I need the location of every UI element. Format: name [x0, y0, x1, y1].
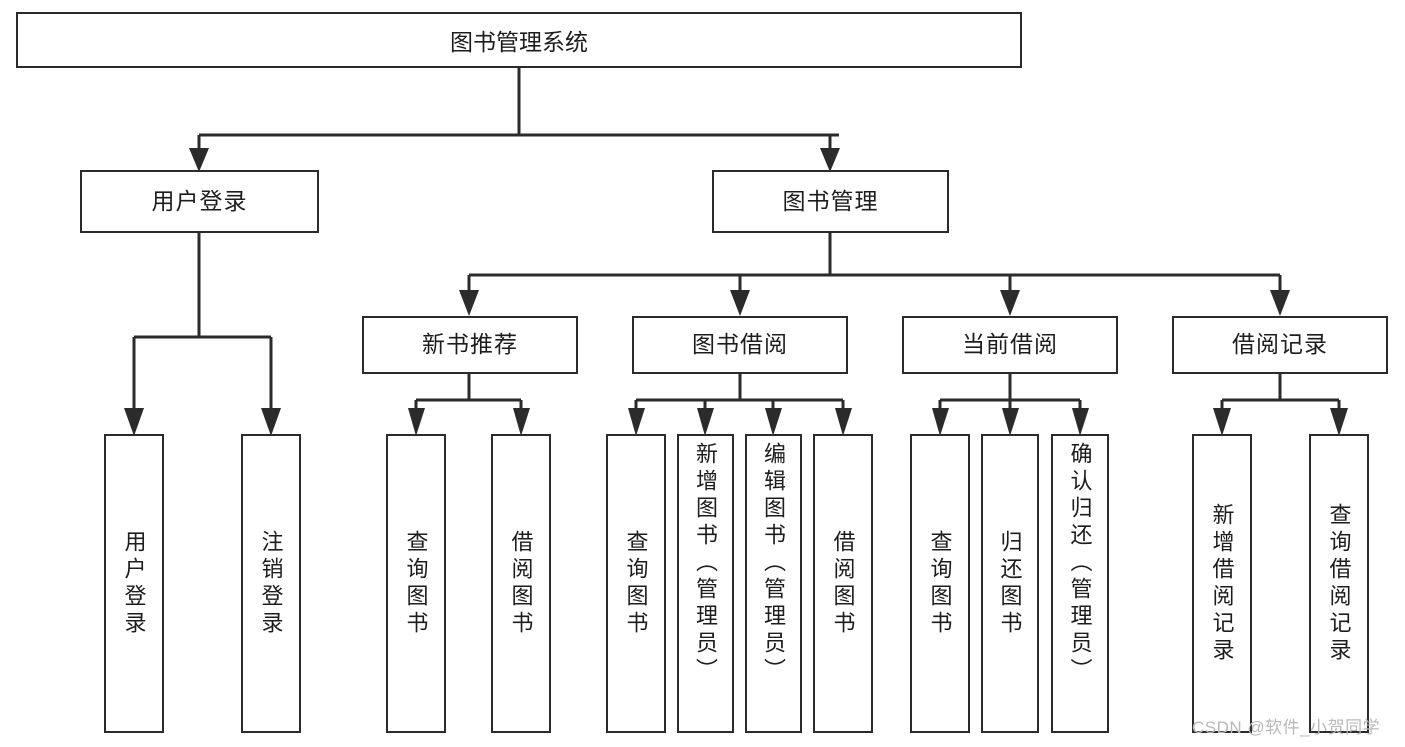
node-label: 新书推荐: [422, 331, 518, 358]
leaf-query-book-borrow[interactable]: 查询图书: [606, 434, 666, 733]
node-root-system[interactable]: 图书管理系统: [16, 12, 1022, 68]
leaf-label: 确认归还（管理员）: [1067, 442, 1093, 685]
leaf-label: 新增借阅记录: [1209, 502, 1235, 665]
node-user-login[interactable]: 用户登录: [80, 170, 319, 233]
leaf-label: 查询图书: [623, 529, 649, 638]
leaf-add-borrow-record[interactable]: 新增借阅记录: [1192, 434, 1252, 733]
watermark-text: CSDN @软件_小贺同学: [1192, 718, 1381, 737]
node-label: 用户登录: [151, 187, 248, 214]
leaf-edit-book-admin[interactable]: 编辑图书（管理员）: [745, 434, 802, 733]
leaf-query-book-current[interactable]: 查询图书: [910, 434, 970, 733]
node-book-borrow[interactable]: 图书借阅: [632, 316, 848, 374]
leaf-confirm-return-admin[interactable]: 确认归还（管理员）: [1051, 434, 1109, 733]
leaf-label: 注销登录: [258, 529, 284, 638]
leaf-query-borrow-record[interactable]: 查询借阅记录: [1309, 434, 1369, 733]
node-label: 借阅记录: [1232, 331, 1328, 358]
leaf-add-book-admin[interactable]: 新增图书（管理员）: [677, 434, 734, 733]
node-book-management[interactable]: 图书管理: [712, 170, 949, 233]
leaf-logout[interactable]: 注销登录: [241, 434, 301, 733]
leaf-query-book-new[interactable]: 查询图书: [386, 434, 446, 733]
leaf-borrow-book-new[interactable]: 借阅图书: [491, 434, 551, 733]
leaf-label: 查询借阅记录: [1326, 502, 1352, 665]
node-label: 图书借阅: [692, 331, 788, 358]
node-current-borrow[interactable]: 当前借阅: [902, 316, 1118, 374]
leaf-label: 借阅图书: [830, 529, 856, 638]
node-new-book-recommend[interactable]: 新书推荐: [362, 316, 578, 374]
leaf-borrow-book[interactable]: 借阅图书: [813, 434, 873, 733]
node-borrow-record[interactable]: 借阅记录: [1172, 316, 1388, 374]
leaf-user-login[interactable]: 用户登录: [104, 434, 164, 733]
leaf-return-book[interactable]: 归还图书: [981, 434, 1039, 733]
leaf-label: 新增图书（管理员）: [693, 442, 719, 685]
node-label: 图书管理: [782, 187, 879, 214]
node-label: 当前借阅: [962, 331, 1058, 358]
leaf-label: 用户登录: [121, 529, 147, 638]
leaf-label: 查询图书: [927, 529, 953, 638]
leaf-label: 编辑图书（管理员）: [761, 442, 787, 685]
leaf-label: 查询图书: [403, 529, 429, 638]
node-label: 图书管理系统: [450, 29, 588, 55]
leaf-label: 借阅图书: [508, 529, 534, 638]
leaf-label: 归还图书: [997, 529, 1023, 638]
